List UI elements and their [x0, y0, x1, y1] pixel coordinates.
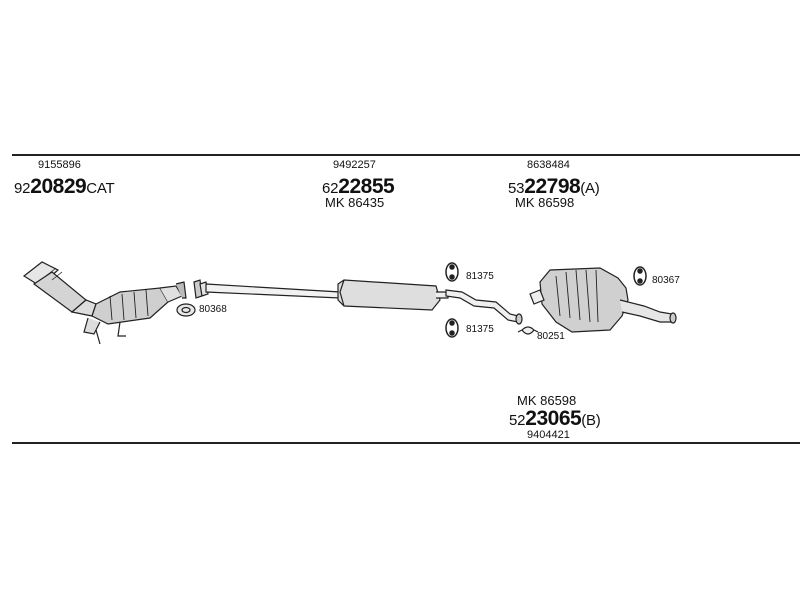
rear-silencer-drawing: [529, 267, 677, 333]
rear-oem-number: 8638484: [527, 159, 570, 171]
connecting-pipe-drawing: [445, 289, 523, 325]
mid-ref-bold: 22855: [338, 175, 395, 198]
gasket-80368-drawing: [176, 303, 196, 317]
rear-ref-bold: 22798: [524, 175, 581, 198]
hanger-81375-bottom-drawing: [445, 318, 459, 338]
cat-ref-bold: 20829: [30, 175, 87, 198]
rear-b-ref-prefix: 52: [509, 412, 526, 429]
rear-mk-number: MK 86598: [515, 195, 575, 210]
rear-b-ref-bold: 23065: [525, 407, 582, 430]
bottom-divider-line: [12, 442, 800, 444]
rear-b-part-ref: 5223065(B): [509, 408, 601, 429]
cat-part-ref: 9220829CAT: [14, 176, 115, 197]
cat-ref-prefix: 92: [14, 180, 31, 197]
rear-b-oem-number: 9404421: [527, 429, 570, 441]
rear-part-ref: 5322798(A): [508, 176, 600, 197]
hanger-81375-top-drawing: [445, 262, 459, 282]
top-divider-line: [12, 154, 800, 156]
hanger-81375-top-label: 81375: [466, 271, 494, 282]
rear-b-ref-suffix: (B): [581, 412, 601, 429]
gasket-80368-label: 80368: [199, 304, 227, 315]
cat-oem-number: 9155896: [38, 159, 81, 171]
rear-ref-prefix: 53: [508, 180, 525, 197]
catalytic-converter-drawing: [22, 261, 187, 345]
hanger-81375-bottom-label: 81375: [466, 324, 494, 335]
cat-ref-suffix: CAT: [86, 180, 115, 197]
rear-ref-suffix: (A): [580, 180, 600, 197]
mid-oem-number: 9492257: [333, 159, 376, 171]
mid-mk-number: MK 86435: [325, 195, 385, 210]
hanger-80367-label: 80367: [652, 275, 680, 286]
clamp-80251-label: 80251: [537, 331, 565, 342]
clamp-80251-drawing: [517, 326, 539, 335]
rear-b-mk-number: MK 86598: [517, 393, 577, 408]
mid-part-ref: 6222855: [322, 175, 395, 198]
mid-ref-prefix: 62: [322, 180, 339, 197]
middle-pipe-drawing: [193, 279, 449, 311]
hanger-80367-drawing: [633, 266, 647, 286]
